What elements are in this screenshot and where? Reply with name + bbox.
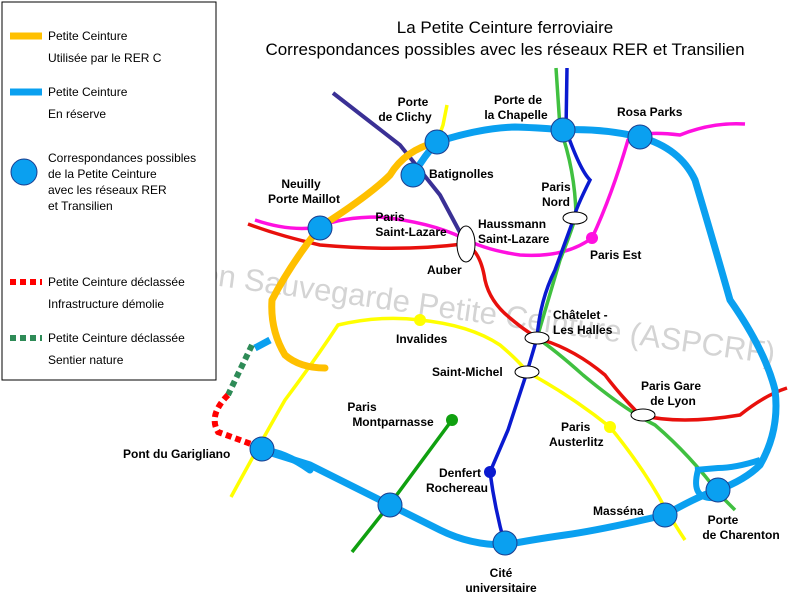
invalides-dot[interactable]: [414, 314, 426, 326]
legend-demolie-title: Petite Ceinture déclassée: [48, 275, 185, 289]
denfert-terminus-dot: [484, 466, 496, 478]
infrastructure-demolie-path: [211, 392, 264, 451]
legend-sentier-desc: Sentier nature: [48, 353, 124, 367]
station-neuilly-dot[interactable]: [307, 215, 333, 241]
label-invalides: Invalides: [396, 332, 448, 346]
station-porte-charenton-dot[interactable]: [705, 477, 731, 503]
rer-c-yellow-path: [229, 316, 687, 541]
legend-rer-c-title: Petite Ceinture: [48, 29, 128, 43]
legend-sentier-title: Petite Ceinture déclassée: [48, 331, 185, 345]
label-rosa-parks: Rosa Parks: [617, 105, 683, 119]
interchange-points: [249, 117, 731, 556]
station-cite-universitaire-dot[interactable]: [492, 530, 518, 556]
label-paris-est: Paris Est: [590, 248, 641, 262]
paris-est-dot[interactable]: [586, 232, 598, 244]
label-chatelet: Châtelet -Les Halles: [553, 308, 613, 337]
rer-e-path: [254, 121, 746, 258]
rer-d-path: [534, 67, 737, 512]
label-saint-michel: Saint-Michel: [432, 365, 503, 379]
legend-rer-c-desc: Utilisée par le RER C: [48, 51, 162, 65]
station-rosa-parks-dot[interactable]: [627, 124, 653, 150]
oval-haussmann-auber[interactable]: [456, 225, 476, 263]
rer-interchange-ovals: [456, 211, 656, 422]
legend-reserve-desc: En réserve: [48, 107, 106, 121]
petite-ceinture-reserve-stub: [253, 336, 272, 352]
station-batignolles-dot[interactable]: [400, 162, 426, 188]
rer-a-path: [247, 222, 788, 422]
oval-gare-de-lyon[interactable]: [630, 408, 656, 422]
legend: Petite Ceinture Utilisée par le RER C Pe…: [1, 1, 217, 381]
sentier-nature-path: [225, 343, 255, 397]
label-auber: Auber: [427, 263, 462, 277]
montparnasse-terminus-dot: [446, 414, 458, 426]
label-massena: Masséna: [593, 504, 644, 518]
station-porte-clichy-dot[interactable]: [424, 129, 450, 155]
oval-paris-nord[interactable]: [562, 211, 588, 225]
label-batignolles: Batignolles: [429, 167, 494, 181]
map-title-line-1: La Petite Ceinture ferroviaire: [397, 18, 613, 37]
legend-demolie-desc: Infrastructure démolie: [48, 297, 164, 311]
map-title-line-2: Correspondances possibles avec les résea…: [265, 40, 744, 59]
petite-ceinture-rer-c-path: [268, 138, 441, 372]
legend-correspondance-text: Correspondances possibles de la Petite C…: [48, 151, 199, 213]
austerlitz-dot[interactable]: [604, 421, 616, 433]
oval-saint-michel[interactable]: [514, 365, 540, 379]
station-pont-garigliano-dot[interactable]: [249, 436, 275, 462]
station-massena-dot[interactable]: [652, 502, 678, 528]
oval-chatelet[interactable]: [524, 331, 550, 345]
label-pont-garigliano: Pont du Garigliano: [123, 447, 230, 461]
rer-b-path: [488, 67, 593, 546]
legend-correspondance-icon: [10, 158, 38, 186]
legend-frame: [1, 1, 217, 381]
legend-reserve-title: Petite Ceinture: [48, 85, 128, 99]
station-porte-chapelle-dot[interactable]: [550, 117, 576, 143]
station-390-dot[interactable]: [377, 492, 403, 518]
